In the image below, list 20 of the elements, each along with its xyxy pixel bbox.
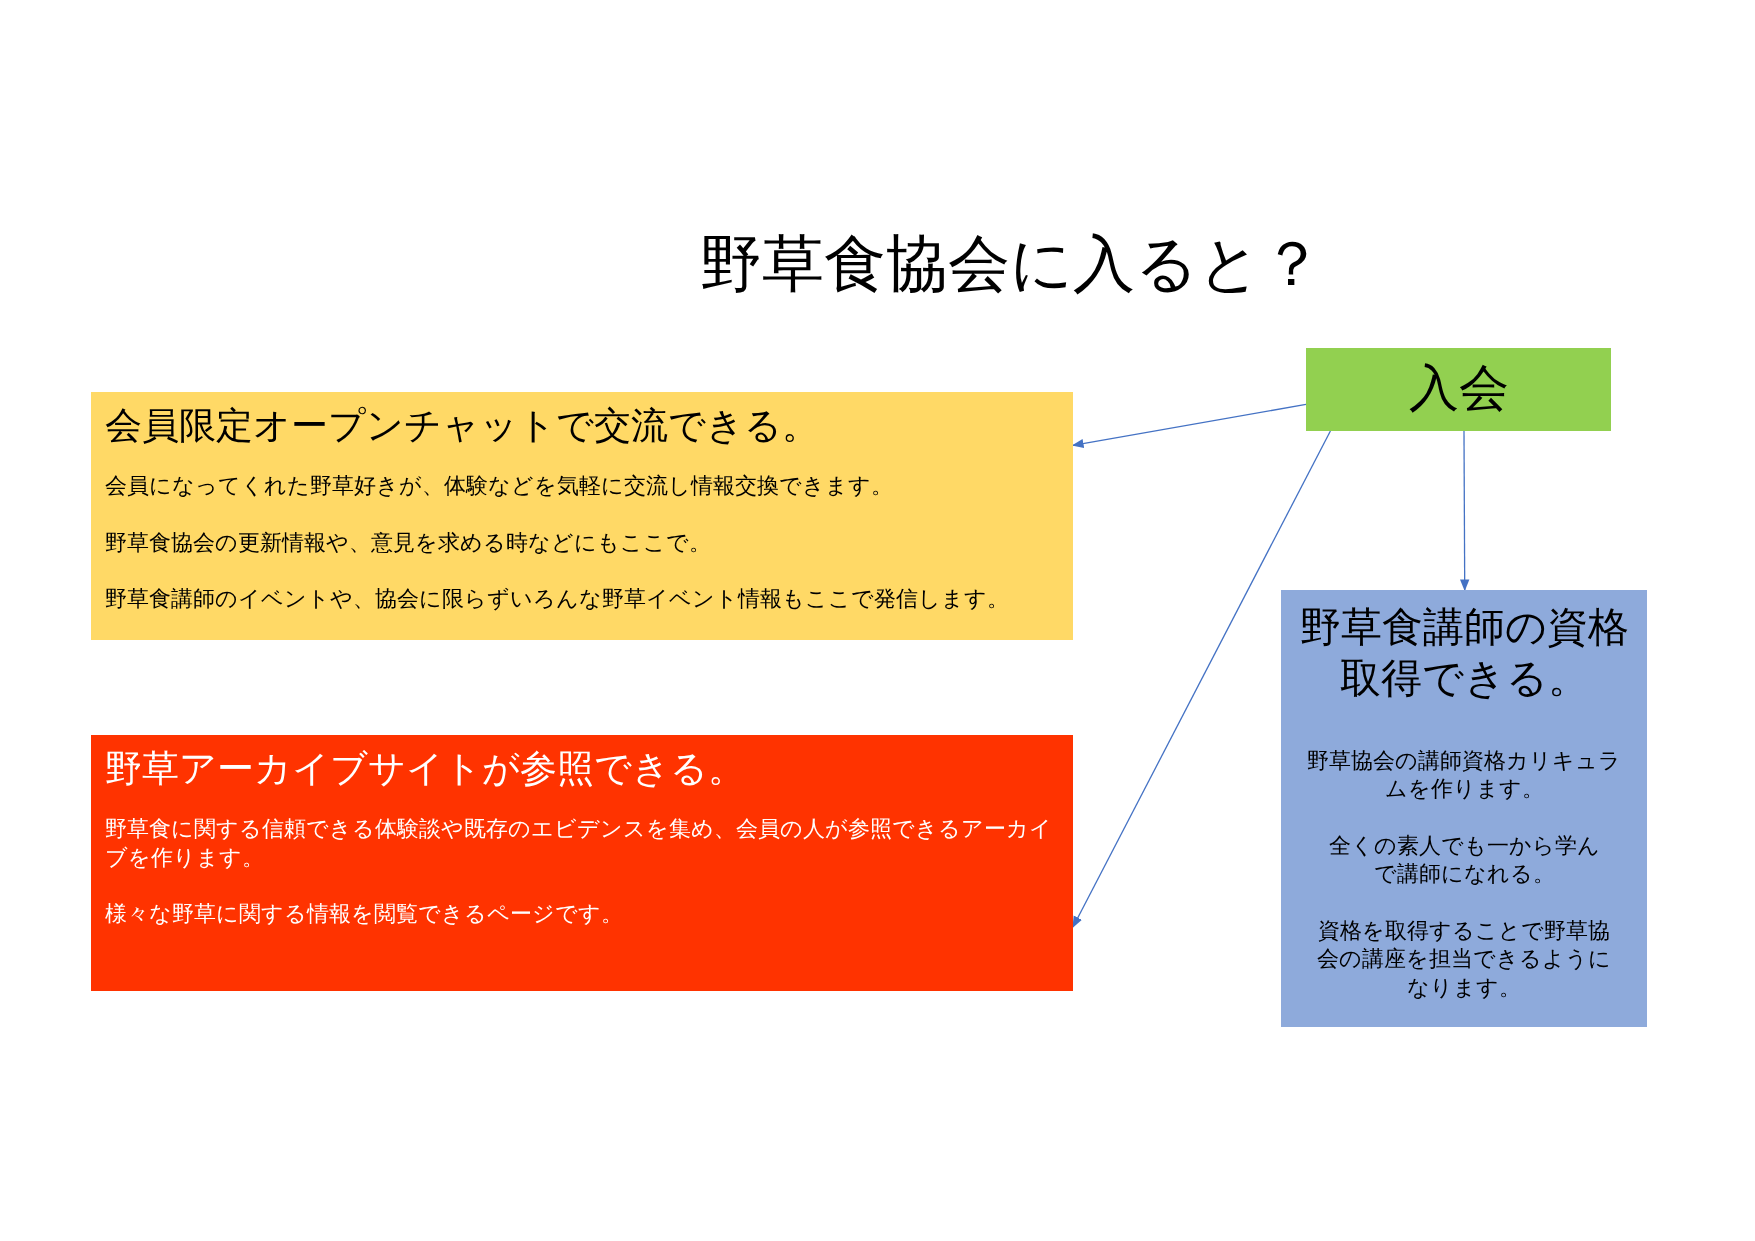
arrow [1460,430,1470,592]
heading: 会員限定オープンチャットで交流できる。 [104,403,820,449]
arrow [1072,430,1332,929]
paragraph: 野草食に関する信頼できる体験談や既存のエビデンスを集め、会員の人が参照できるアーカイブを作ります。 [104,815,1053,872]
info-box [91,735,1073,991]
heading: 入会 [1407,358,1510,419]
paragraph: 野草食講師のイベントや、協会に限らずいろんな野草イベント情報もここで発信します。 [104,585,1010,614]
info-box [91,392,1073,640]
heading: 野草アーカイブサイトが参照できる。 [104,746,746,792]
paragraph: 野草食協会の更新情報や、意見を求める時などにもここで。 [104,528,712,557]
heading: 野草食講師の資格取得できる。 [1298,602,1630,705]
paragraph: 全くの素人でも一から学んで講師になれる。 [1327,831,1601,889]
arrow [1071,403,1307,449]
label-box [1306,348,1611,431]
paragraph: 会員になってくれた野草好きが、体験などを気軽に交流し情報交換できます。 [104,472,894,501]
title: 野草食協会に入ると？ [700,226,1324,302]
paragraph: 資格を取得することで野草協会の講座を担当できるようになります。 [1316,916,1612,1003]
info-box [1281,590,1647,1027]
paragraph: 野草協会の講師資格カリキュラムを作ります。 [1306,746,1622,804]
paragraph: 様々な野草に関する情報を閲覧できるページです。 [104,900,624,929]
